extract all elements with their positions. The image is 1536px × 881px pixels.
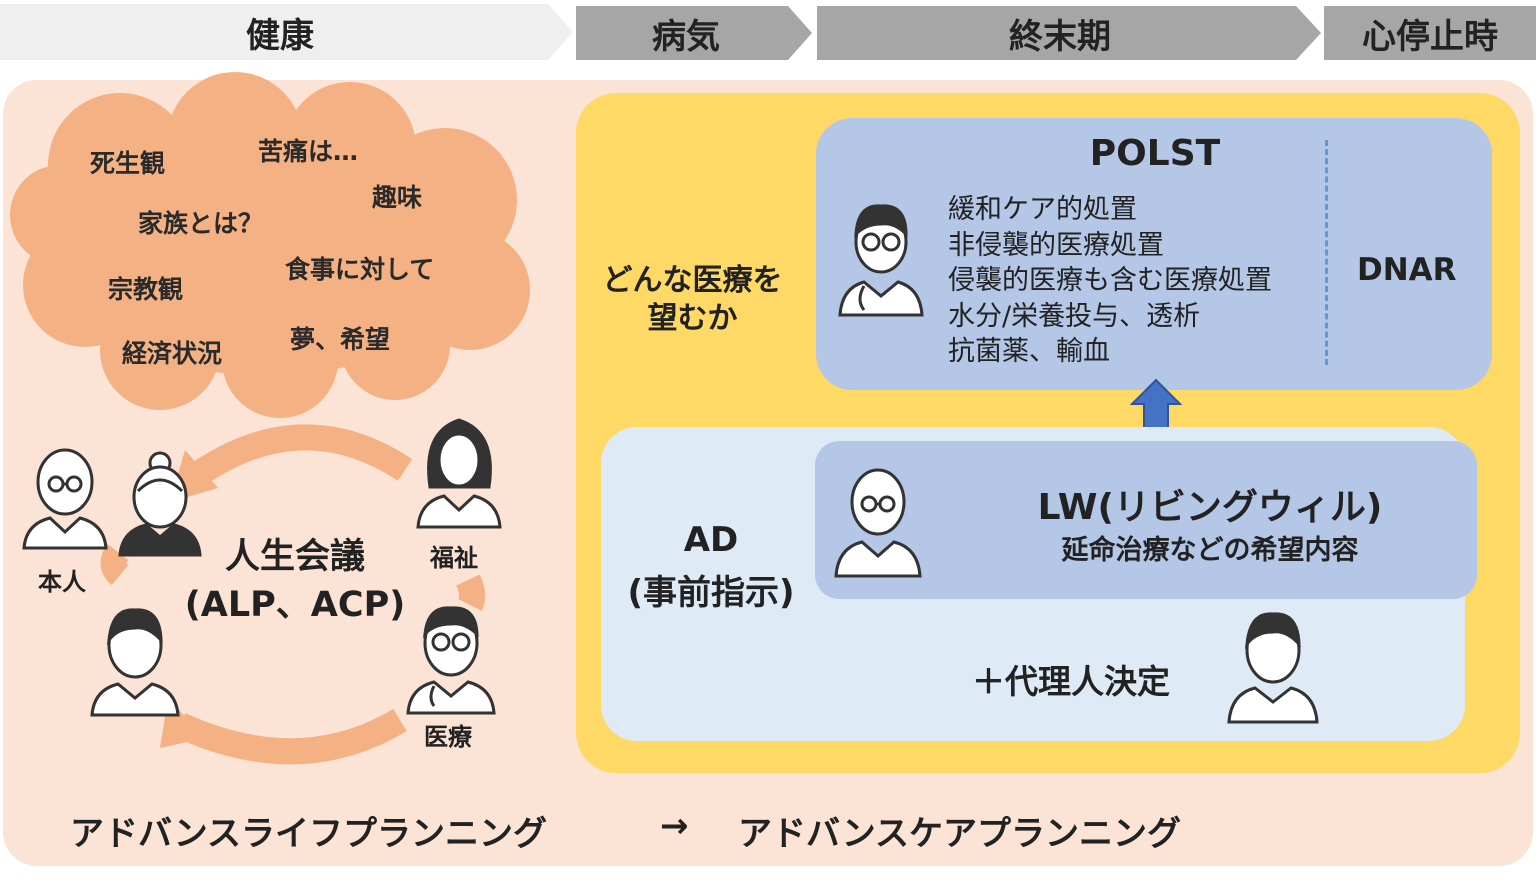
cloud-word-economy: 経済状況 [122, 339, 223, 368]
stage-arrow-illness [576, 6, 812, 60]
cloud-word-religion: 宗教観 [108, 275, 184, 304]
values-cloud [10, 72, 530, 418]
cloud-word-family: 家族とは？ [138, 209, 264, 238]
life-conference-title: 人生会議 [224, 537, 365, 577]
life-conference-subtitle: (ALP、ACP) [184, 585, 406, 625]
polst-title: POLST [1089, 133, 1221, 174]
polst-item: 非侵襲的医療処置 [948, 229, 1164, 261]
stage-arrest: 心停止時 [1362, 16, 1498, 57]
stage-arrows [0, 4, 1536, 60]
stage-arrow-terminal [817, 6, 1321, 60]
dnar-label: DNAR [1357, 252, 1457, 288]
stage-arrow-arrest [1324, 6, 1536, 60]
proxy-decision-label: ＋代理人決定 [972, 662, 1170, 701]
cycle-arc-left [100, 544, 129, 585]
polst-item: 緩和ケア的処置 [948, 194, 1137, 225]
cloud-word-pain: 苦痛は… [258, 137, 359, 166]
label-medical: 医療 [424, 723, 472, 751]
stage-illness: 病気 [652, 16, 720, 57]
polst-item: 抗菌薬、輸血 [948, 336, 1110, 367]
welfare-worker-icon [416, 418, 502, 529]
desired-care-question: どんな医療を 望むか [602, 263, 783, 336]
doctor-icon [406, 606, 496, 715]
polst-dnar-divider [1325, 140, 1328, 365]
polst-treatment-list: 緩和ケア的処置 非侵襲的医療処置 侵襲的医療も含む医療処置 水分/栄養投与、透析… [948, 192, 1272, 370]
lw-box [815, 441, 1477, 599]
ad-subtitle: (事前指示) [627, 573, 795, 613]
footer-life-planning: アドバンスライフプランニング [70, 814, 548, 854]
footer-care-planning: アドバンスケアプランニング [738, 814, 1182, 854]
cycle-arrows [100, 424, 486, 765]
label-welfare: 福祉 [430, 544, 478, 572]
polst-item: 侵襲的医療も含む医療処置 [948, 265, 1272, 296]
lw-subtitle: 延命治療などの希望内容 [1061, 535, 1359, 566]
stage-healthy: 健康 [246, 15, 314, 56]
lw-person-icon [834, 468, 922, 578]
footer-arrow: → [660, 806, 689, 846]
polst-doctor-icon [838, 204, 924, 317]
stage-terminal: 終末期 [1009, 16, 1111, 57]
polst-box [816, 118, 1492, 390]
grandmother-icon [118, 451, 202, 557]
label-self: 本人 [38, 568, 86, 596]
lw-title: LW(リビングウィル) [1037, 487, 1383, 528]
cloud-word-dreams: 夢、希望 [290, 325, 391, 354]
ad-title: AD [683, 520, 739, 560]
cycle-arc-right [456, 574, 486, 611]
family-person-icon [90, 608, 180, 717]
polst-item: 水分/栄養投与、透析 [948, 300, 1201, 332]
cloud-word-meals: 食事に対して [285, 255, 435, 284]
cycle-arc-top [182, 424, 413, 491]
cloud-word-hobby: 趣味 [372, 183, 423, 212]
cycle-arc-bottom [174, 708, 407, 765]
proxy-person-icon [1227, 612, 1319, 724]
cloud-word-view-of-death: 死生観 [90, 149, 166, 178]
self-person-icon [22, 448, 108, 550]
stage-arrow-healthy [0, 4, 573, 60]
